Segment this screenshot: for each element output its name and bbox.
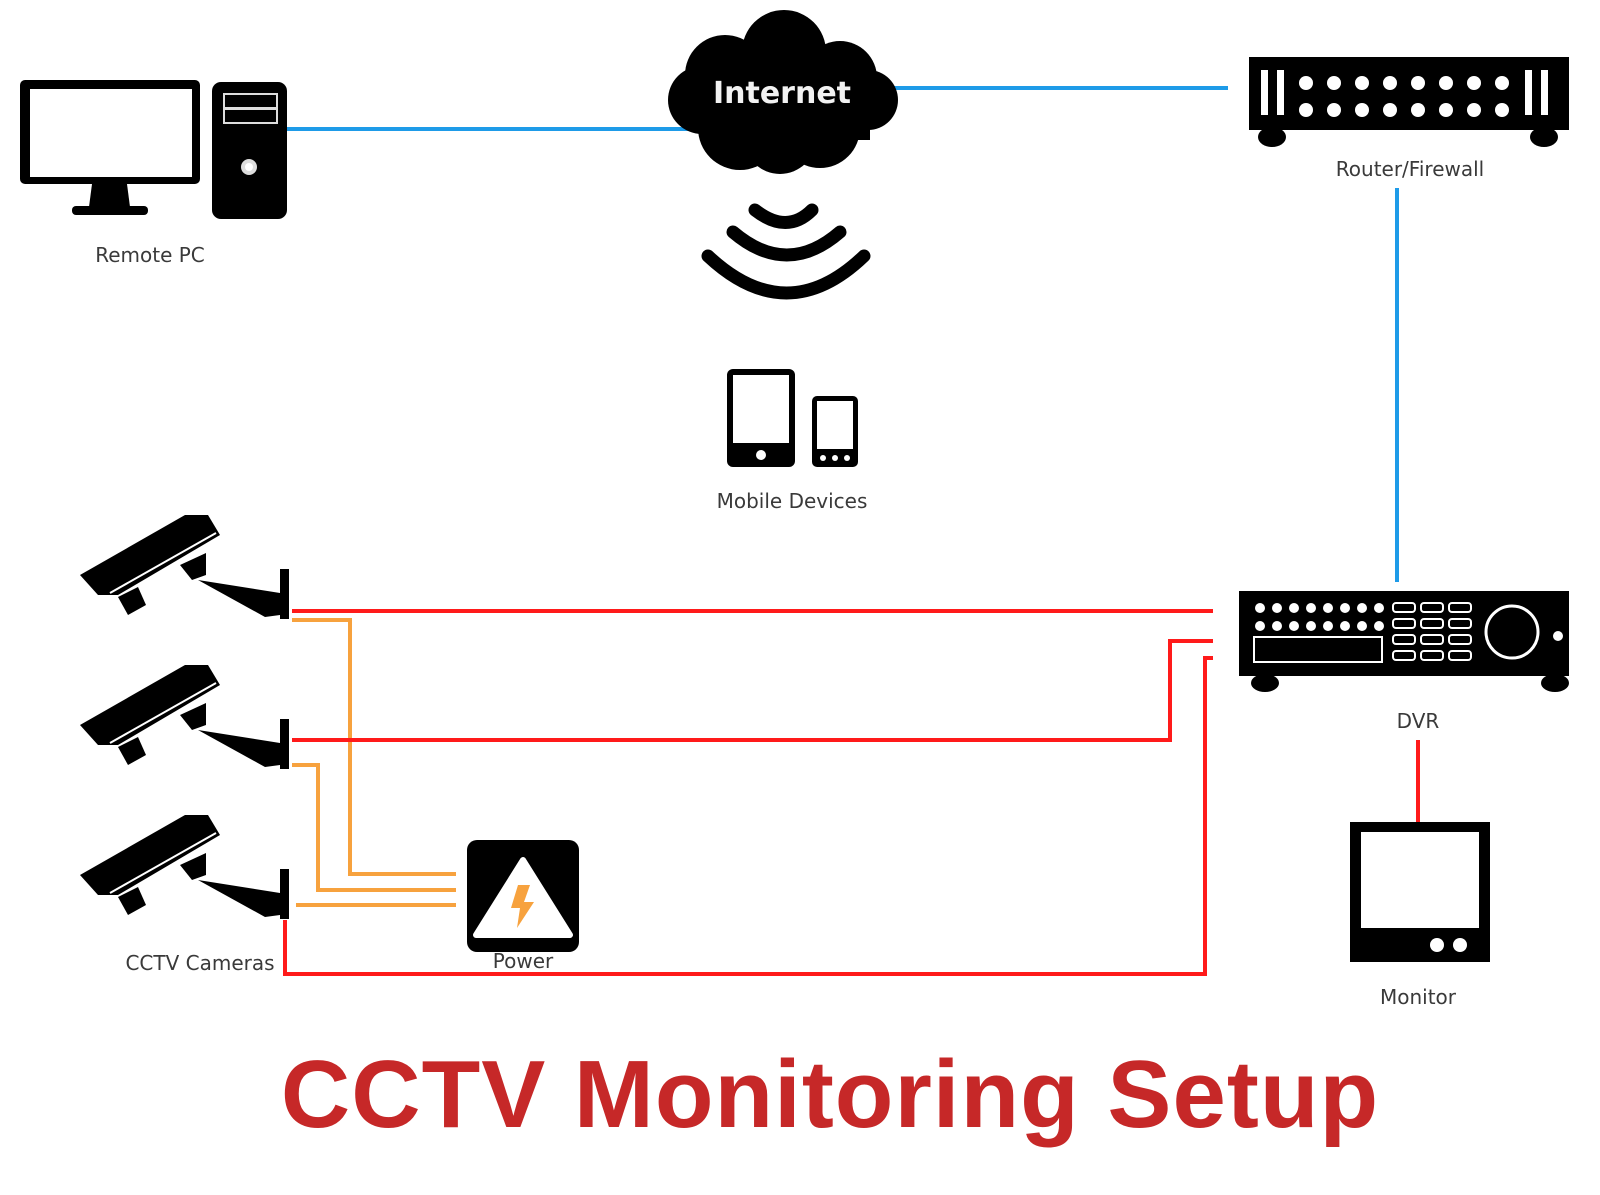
- power-line-camera-1: [292, 618, 456, 876]
- router-port-icon: [1355, 76, 1369, 90]
- dvr-port-icon: [1289, 621, 1299, 631]
- router-port-icon: [1327, 76, 1341, 90]
- router-port-icon: [1299, 76, 1313, 90]
- dvr-port-icon: [1306, 621, 1316, 631]
- dvr-button-icon: [1392, 602, 1416, 613]
- network-lines: [282, 86, 1399, 582]
- monitor[interactable]: Monitor: [1350, 822, 1490, 1009]
- internet[interactable]: Internet: [668, 10, 898, 174]
- dvr-port-icon: [1323, 603, 1333, 613]
- dvr-button-icon: [1448, 634, 1472, 645]
- router-label: Router/Firewall: [1336, 157, 1484, 181]
- power-warning-icon: [467, 840, 579, 952]
- dvr-port-icon: [1255, 603, 1265, 613]
- dvr-port-icon: [1272, 621, 1282, 631]
- dvr[interactable]: DVR: [1239, 591, 1569, 733]
- video-line-camera-3: [283, 656, 1213, 976]
- dvr-port-icon: [1272, 603, 1282, 613]
- router-port-icon: [1495, 103, 1509, 117]
- power-lines: [292, 618, 456, 907]
- router-port-icon: [1495, 76, 1509, 90]
- dvr-button-icon: [1420, 650, 1444, 661]
- cctv-camera-icon: [79, 814, 290, 920]
- mobile-devices[interactable]: Mobile Devices: [717, 369, 868, 513]
- cctv-camera-icon: [79, 664, 290, 770]
- cctv-cameras-label: CCTV Cameras: [125, 951, 274, 975]
- remote-pc[interactable]: Remote PC: [20, 80, 287, 267]
- power-line-camera-2: [292, 763, 456, 892]
- video-lines: [283, 609, 1420, 976]
- internet-label: Internet: [713, 76, 851, 111]
- monitor-icon: [1350, 822, 1490, 962]
- dvr-port-icon: [1374, 603, 1384, 613]
- router-port-icon: [1383, 76, 1397, 90]
- cctv-cameras[interactable]: CCTV Cameras: [79, 514, 290, 975]
- dvr-button-icon: [1448, 650, 1472, 661]
- router-port-icon: [1355, 103, 1369, 117]
- router-port-icon: [1411, 103, 1425, 117]
- desktop-computer-icon: [20, 80, 287, 219]
- dvr-button-icon: [1392, 618, 1416, 629]
- remote-pc-label: Remote PC: [95, 243, 205, 267]
- dvr-button-icon: [1448, 602, 1472, 613]
- dvr-port-icon: [1255, 621, 1265, 631]
- dvr-port-icon: [1357, 621, 1367, 631]
- monitor-label: Monitor: [1380, 985, 1457, 1009]
- page-title: CCTV Monitoring Setup: [280, 1041, 1380, 1148]
- router-icon: [1249, 57, 1569, 147]
- cloud-icon: [668, 10, 898, 174]
- router-port-icon: [1383, 103, 1397, 117]
- cctv-camera-icon: [79, 514, 290, 620]
- router[interactable]: Router/Firewall: [1249, 57, 1569, 181]
- tablet-phone-icon: [727, 369, 858, 467]
- dvr-port-icon: [1306, 603, 1316, 613]
- dvr-port-icon: [1340, 621, 1350, 631]
- dvr-button-icon: [1420, 634, 1444, 645]
- router-port-icon: [1467, 76, 1481, 90]
- dvr-icon: [1239, 591, 1569, 692]
- dvr-button-icon: [1392, 650, 1416, 661]
- dvr-label: DVR: [1397, 709, 1440, 733]
- dvr-button-icon: [1448, 618, 1472, 629]
- dvr-port-icon: [1340, 603, 1350, 613]
- dvr-port-icon: [1323, 621, 1333, 631]
- router-port-icon: [1327, 103, 1341, 117]
- dvr-button-icon: [1420, 618, 1444, 629]
- dvr-button-icon: [1392, 634, 1416, 645]
- router-port-icon: [1467, 103, 1481, 117]
- dvr-port-icon: [1289, 603, 1299, 613]
- dvr-button-icon: [1420, 602, 1444, 613]
- dvr-port-icon: [1357, 603, 1367, 613]
- router-port-icon: [1411, 76, 1425, 90]
- mobile-devices-label: Mobile Devices: [717, 489, 868, 513]
- router-port-icon: [1439, 103, 1453, 117]
- power-label: Power: [493, 949, 554, 973]
- dvr-port-icon: [1374, 621, 1384, 631]
- wireless-signal-icon: [701, 203, 871, 300]
- power[interactable]: Power: [467, 840, 579, 973]
- router-port-icon: [1439, 76, 1453, 90]
- video-line-camera-2: [292, 639, 1213, 742]
- router-port-icon: [1299, 103, 1313, 117]
